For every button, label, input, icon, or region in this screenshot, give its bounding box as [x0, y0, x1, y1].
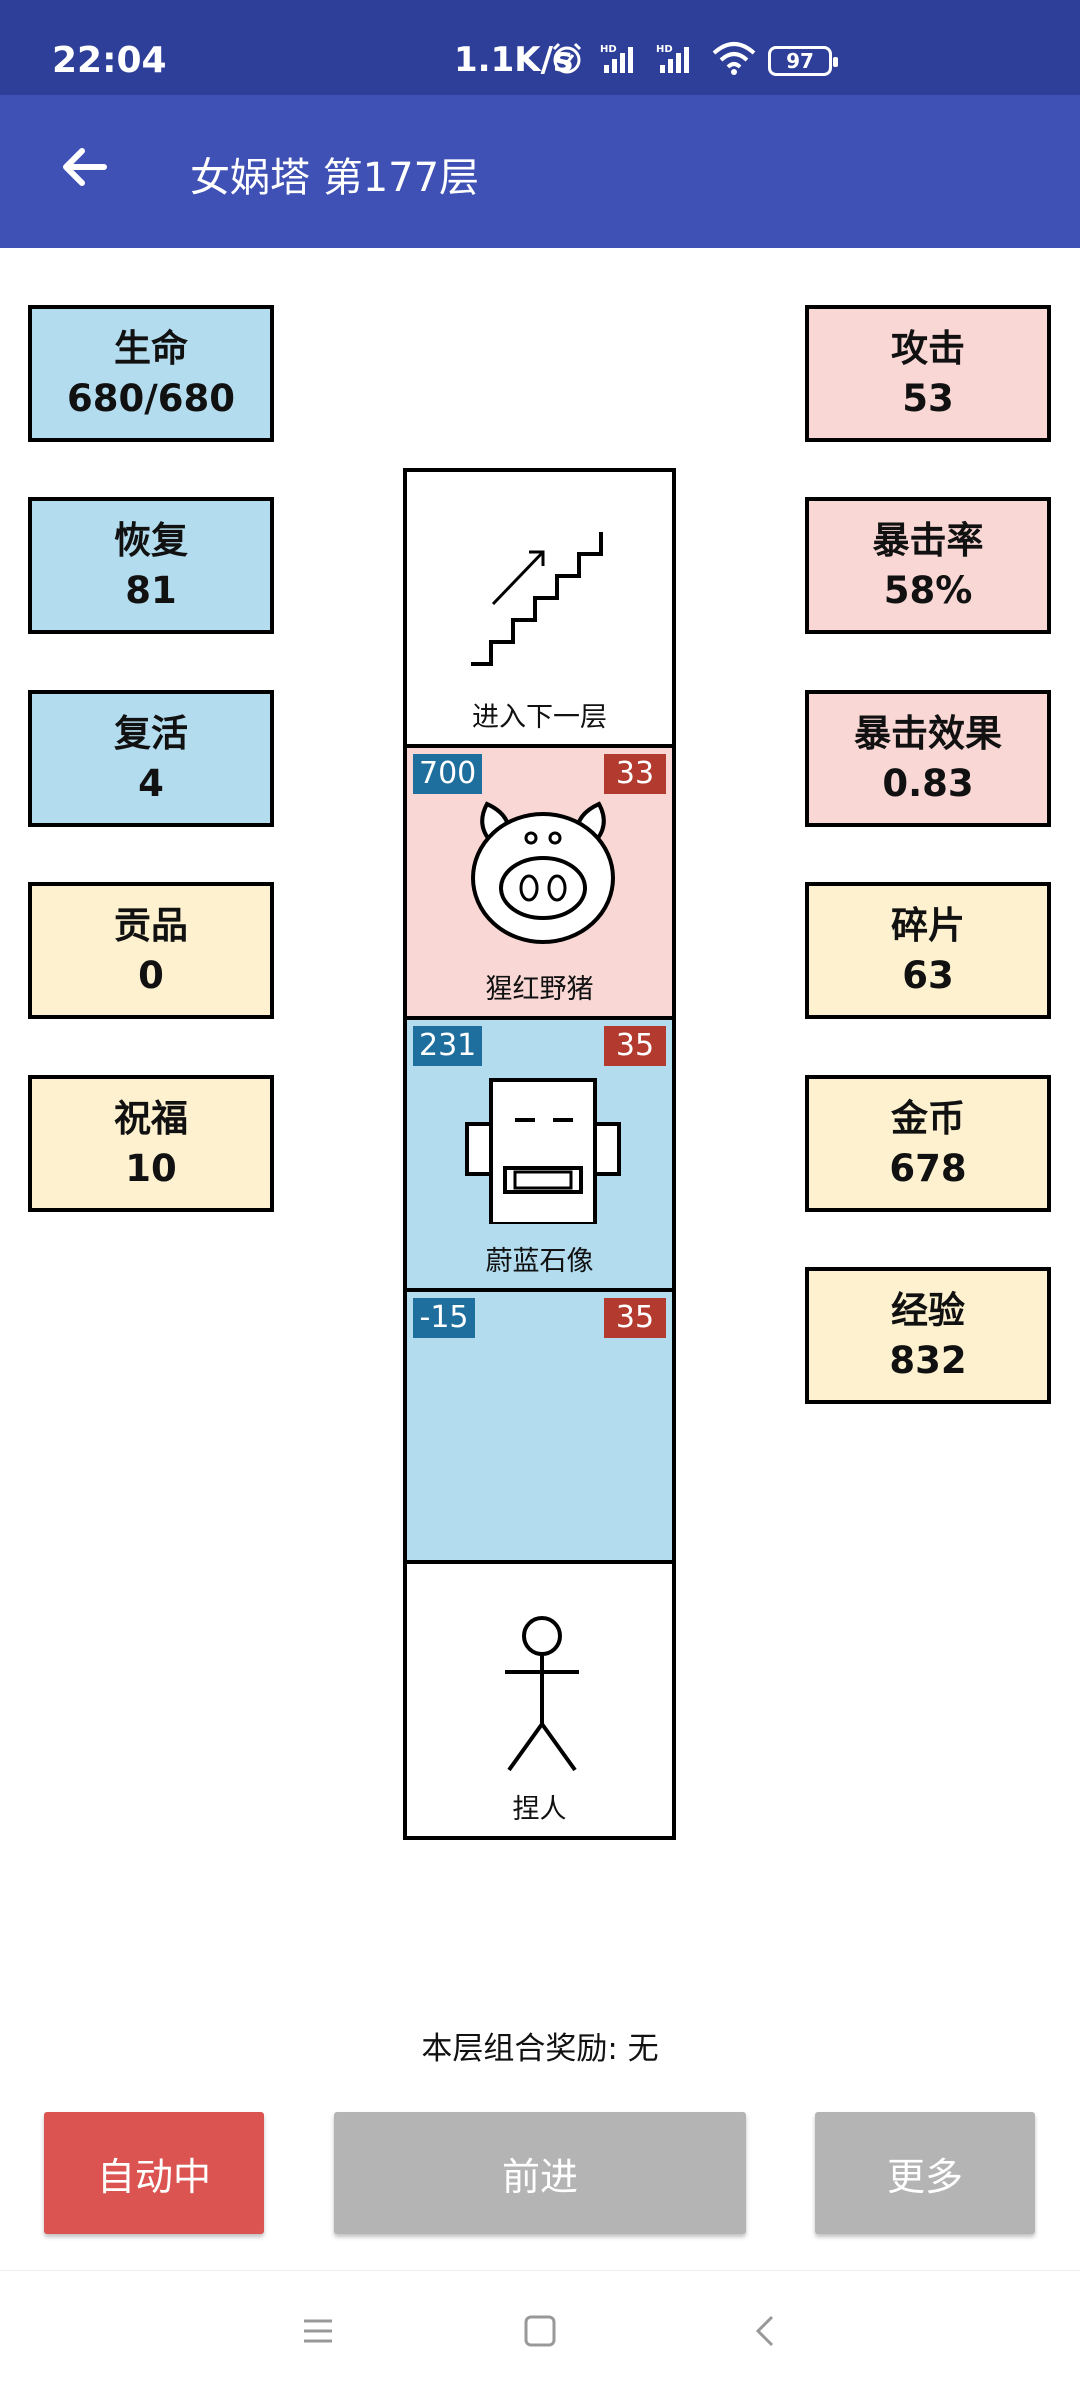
- page-title: 女娲塔 第177层: [190, 155, 480, 201]
- stat-label: 贡品: [114, 903, 188, 947]
- stat-label: 暴击效果: [854, 711, 1002, 755]
- enemy-hp-badge: 231: [413, 1026, 483, 1066]
- status-bar: 22:04 1.1K/s HD HD 97: [0, 0, 1080, 95]
- stat-shards: 碎片 63: [805, 882, 1051, 1019]
- enemy-attack-badge: 33: [604, 754, 666, 794]
- stat-label: 经验: [891, 1288, 965, 1332]
- forward-button[interactable]: 前进: [334, 2112, 746, 2234]
- enemy-hp-badge: 700: [413, 754, 483, 794]
- stat-gold: 金币 678: [805, 1075, 1051, 1212]
- net-speed: 1.1K/s: [454, 40, 574, 80]
- enemy-hp-badge: -15: [413, 1298, 475, 1338]
- stat-crit-rate: 暴击率 58%: [805, 497, 1051, 634]
- statue-icon: [465, 1078, 621, 1224]
- home-icon[interactable]: [522, 2313, 558, 2349]
- stairs-up-icon: [471, 532, 603, 666]
- combo-reward-text: 本层组合奖励: 无: [421, 2031, 659, 2067]
- stat-revive: 复活 4: [28, 690, 274, 827]
- status-icons: HD HD: [550, 38, 756, 78]
- stat-label: 祝福: [114, 1096, 188, 1140]
- stick-figure-icon: [505, 1616, 579, 1772]
- stat-value: 53: [902, 376, 954, 420]
- wifi-icon: [712, 42, 756, 75]
- stat-label: 碎片: [891, 903, 965, 947]
- svg-text:HD: HD: [656, 44, 673, 55]
- app-bar: 女娲塔 第177层: [0, 95, 1080, 248]
- enemy-attack-badge: 35: [604, 1298, 666, 1338]
- back-icon[interactable]: [748, 2313, 784, 2349]
- stat-label: 暴击率: [872, 518, 984, 562]
- status-time: 22:04: [52, 40, 167, 81]
- stat-value: 0: [138, 953, 164, 997]
- enemy-name: 蔚蓝石像: [485, 1246, 594, 1277]
- stairs-cell[interactable]: 进入下一层: [403, 468, 676, 748]
- menu-icon[interactable]: [300, 2313, 336, 2349]
- enemy-attack-badge: 35: [604, 1026, 666, 1066]
- stat-attack: 攻击 53: [805, 305, 1051, 442]
- stat-blessing: 祝福 10: [28, 1075, 274, 1212]
- stat-tribute: 贡品 0: [28, 882, 274, 1019]
- svg-text:HD: HD: [600, 44, 617, 55]
- stat-value: 63: [902, 953, 954, 997]
- stat-hp: 生命 680/680: [28, 305, 274, 442]
- stat-value: 0.83: [882, 761, 974, 805]
- enemy-cell-empty[interactable]: -15 35: [403, 1288, 676, 1564]
- stat-value: 81: [125, 568, 177, 612]
- more-button[interactable]: 更多: [815, 2112, 1035, 2234]
- signal-hd-icon: HD: [600, 44, 633, 73]
- boar-icon: [471, 801, 615, 944]
- arrow-left-icon[interactable]: [56, 139, 112, 195]
- enemy-cell-statue[interactable]: 231 35 蔚蓝石像: [403, 1016, 676, 1292]
- stat-label: 恢复: [114, 518, 188, 562]
- stat-value: 4: [138, 761, 164, 805]
- stat-exp: 经验 832: [805, 1267, 1051, 1404]
- enemy-name: 猩红野猪: [485, 974, 594, 1005]
- player-label: 捏人: [512, 1794, 567, 1825]
- stat-label: 复活: [114, 711, 188, 755]
- stat-value: 680/680: [67, 376, 235, 420]
- stat-label: 金币: [891, 1096, 965, 1140]
- battery-level: 97: [786, 49, 814, 73]
- system-nav-bar: [0, 2270, 1080, 2401]
- auto-button[interactable]: 自动中: [44, 2112, 264, 2234]
- stat-value: 678: [889, 1146, 967, 1190]
- player-cell[interactable]: 捏人: [403, 1560, 676, 1840]
- stat-value: 832: [889, 1338, 967, 1382]
- stat-crit-effect: 暴击效果 0.83: [805, 690, 1051, 827]
- stairs-label: 进入下一层: [472, 702, 607, 733]
- enemy-cell-boar[interactable]: 700 33 猩红野猪: [403, 744, 676, 1020]
- battery-icon: 97: [768, 46, 838, 76]
- stat-value: 58%: [883, 568, 973, 612]
- signal-hd-icon: HD: [656, 44, 689, 73]
- stat-label: 攻击: [891, 326, 965, 370]
- stat-regen: 恢复 81: [28, 497, 274, 634]
- stat-label: 生命: [114, 326, 188, 370]
- alarm-icon: [552, 42, 582, 74]
- stat-value: 10: [125, 1146, 177, 1190]
